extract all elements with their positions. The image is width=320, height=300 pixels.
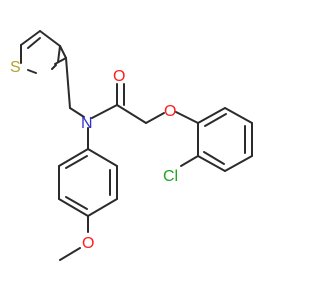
atom-labels: S O O N Cl O <box>10 59 178 252</box>
nitrogen-label: N <box>81 115 93 132</box>
chlorine-label: Cl <box>163 168 178 185</box>
sulfur-label: S <box>10 59 21 76</box>
methoxy-oxygen-label: O <box>82 235 94 252</box>
bond-lines <box>20 30 253 261</box>
ether-oxygen-label: O <box>164 103 176 120</box>
molecule-structure: S O O N Cl O <box>10 30 253 261</box>
carbonyl-oxygen-label: O <box>113 68 125 85</box>
